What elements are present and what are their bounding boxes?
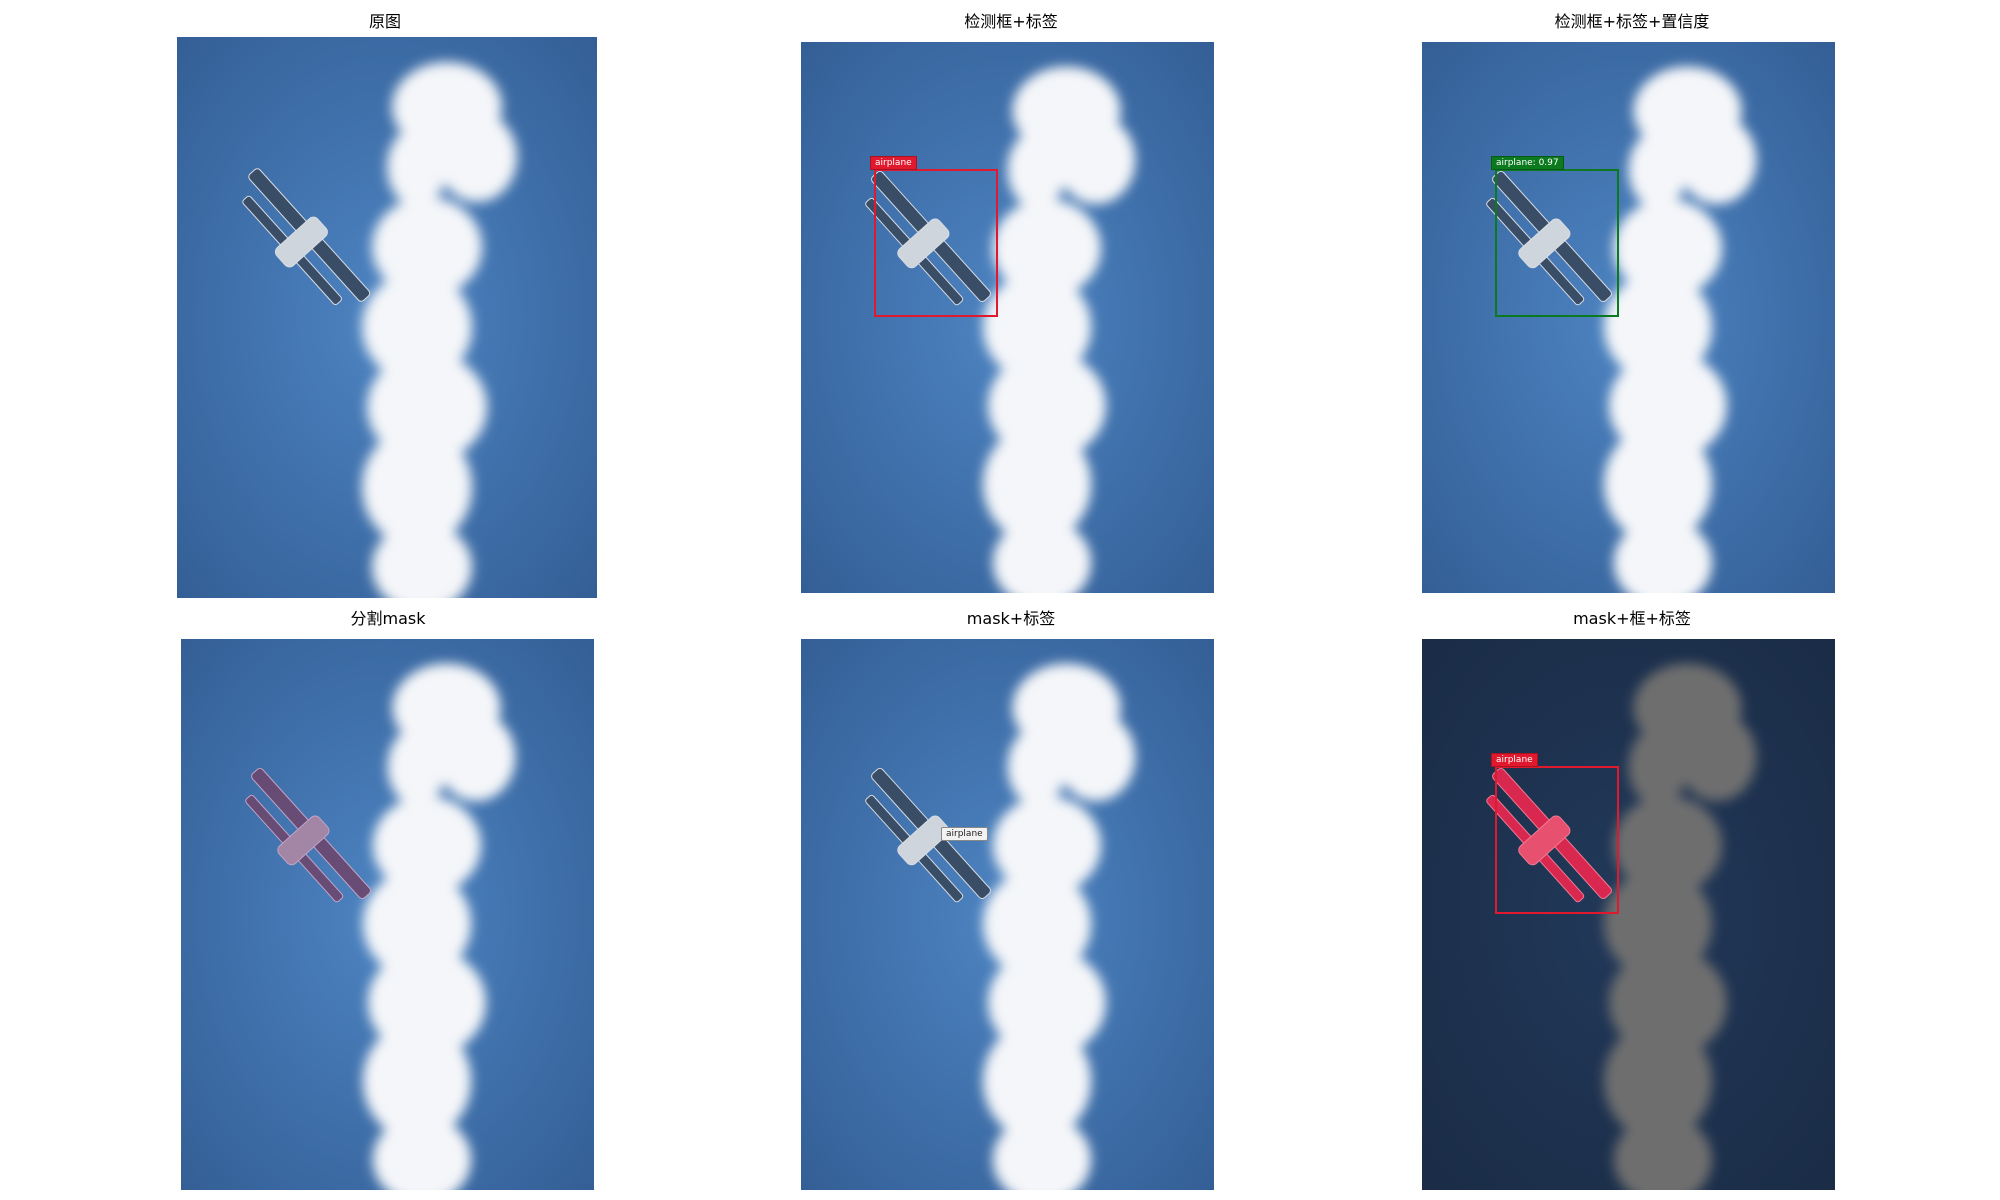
panel-title-mask: 分割mask	[350, 609, 426, 628]
panel-box-label-score: airplane: 0.97	[1422, 42, 1835, 593]
panel-mask-box-label: airplane	[1422, 639, 1835, 1190]
airplane-smoke-image-dimmed	[1422, 639, 1835, 1190]
mask-label-tag: airplane	[941, 827, 988, 841]
panel-title-mask-label: mask+标签	[966, 609, 1056, 628]
panel-mask	[181, 639, 594, 1190]
panel-title-original: 原图	[368, 12, 401, 31]
panel-original	[177, 37, 597, 598]
panel-title-box-label: 检测框+标签	[964, 12, 1058, 31]
detection-label-score: airplane: 0.97	[1491, 156, 1564, 170]
detection-box	[874, 169, 998, 317]
airplane-smoke-image	[1422, 42, 1835, 593]
panel-title-box-label-score: 检测框+标签+置信度	[1554, 12, 1710, 31]
panel-mask-label: airplane	[801, 639, 1214, 1190]
airplane-smoke-image	[801, 42, 1214, 593]
airplane-smoke-image	[177, 37, 597, 598]
panel-title-mask-box-label: mask+框+标签	[1573, 609, 1691, 628]
detection-label: airplane	[1491, 753, 1538, 767]
airplane-smoke-image	[181, 639, 594, 1190]
panel-box-label: airplane	[801, 42, 1214, 593]
detection-label: airplane	[870, 156, 917, 170]
detection-box	[1495, 766, 1619, 914]
airplane-smoke-image	[801, 639, 1214, 1190]
detection-box	[1495, 169, 1619, 317]
